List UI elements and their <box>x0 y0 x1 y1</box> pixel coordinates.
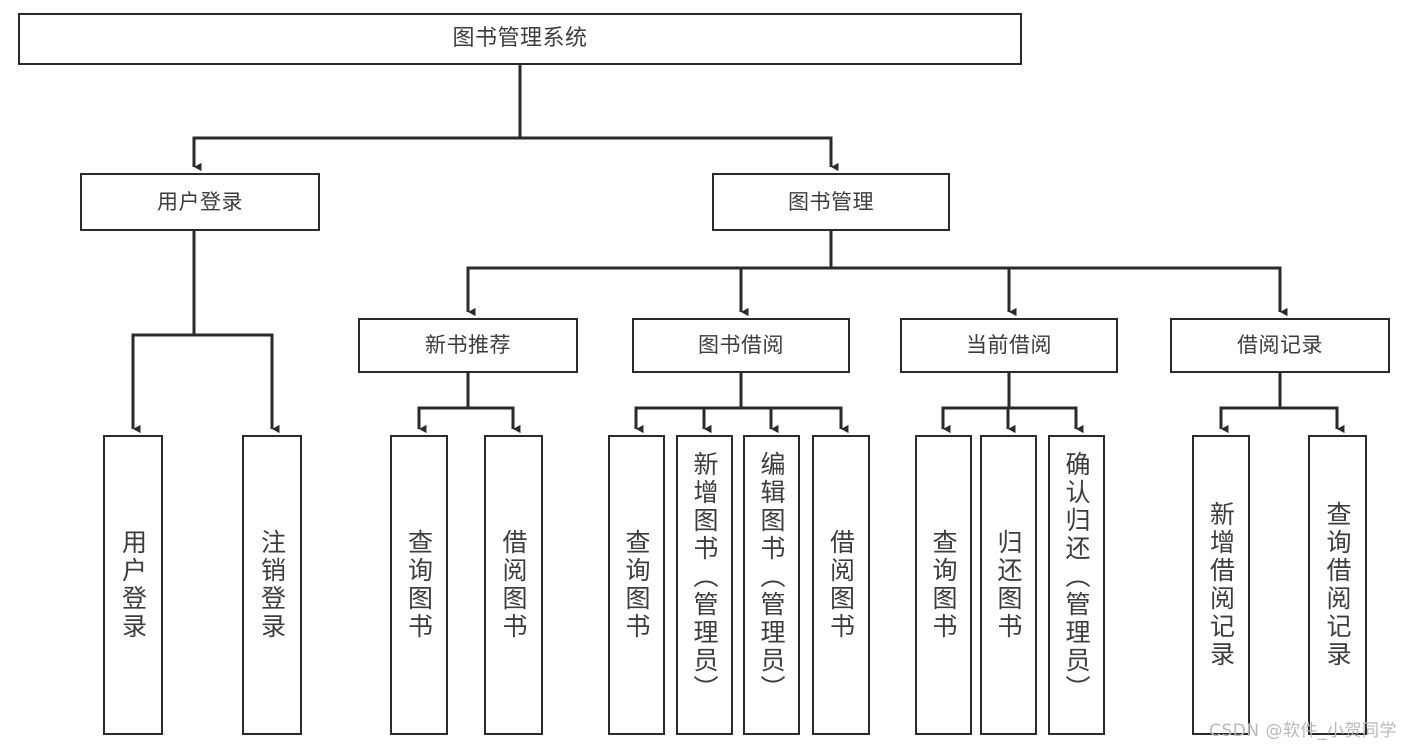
leaf-user-logout-label: 注销登录 <box>257 529 287 641</box>
leaf-edit-book-admin[interactable]: 编辑图书（管理员） <box>743 435 800 735</box>
edge-group-user-login <box>131 229 274 337</box>
leaf-add-book-admin[interactable]: 新增图书（管理员） <box>676 435 733 735</box>
node-current-borrow[interactable]: 当前借阅 <box>900 318 1118 373</box>
leaf-query-book-current[interactable]: 查询图书 <box>915 435 972 735</box>
leaf-borrow-book-recommend[interactable]: 借阅图书 <box>484 435 543 735</box>
edge-group-current-borrow-arrows <box>941 408 1084 434</box>
edge-group-new-book-rec-arrows <box>417 408 521 434</box>
edge-group-root-arrows <box>192 138 839 172</box>
leaf-borrow-book[interactable]: 借阅图书 <box>812 435 870 735</box>
leaf-confirm-return-admin-label: 确认归还（管理员） <box>1062 451 1091 703</box>
leaf-add-book-admin-label: 新增图书（管理员） <box>690 451 719 703</box>
edge-group-current-borrow <box>941 371 1078 410</box>
leaf-return-book[interactable]: 归还图书 <box>980 435 1037 735</box>
leaf-return-book-label: 归还图书 <box>994 529 1023 641</box>
leaf-user-logout[interactable]: 注销登录 <box>242 435 302 735</box>
node-user-login[interactable]: 用户登录 <box>80 173 320 231</box>
leaf-user-login-label: 用户登录 <box>118 529 148 641</box>
node-book-manage-label: 图书管理 <box>788 189 874 214</box>
edge-group-book-borrow <box>634 371 843 410</box>
node-current-borrow-label: 当前借阅 <box>966 333 1052 358</box>
node-root[interactable]: 图书管理系统 <box>18 13 1022 65</box>
node-root-label: 图书管理系统 <box>452 26 588 52</box>
node-user-login-label: 用户登录 <box>157 189 243 214</box>
node-book-borrow[interactable]: 图书借阅 <box>632 318 850 373</box>
leaf-query-book-recommend[interactable]: 查询图书 <box>390 435 448 735</box>
leaf-borrow-book-recommend-label: 借阅图书 <box>499 529 528 641</box>
edge-group-borrow-record <box>1219 371 1339 410</box>
leaf-query-borrow-record-label: 查询借阅记录 <box>1323 501 1352 669</box>
leaf-query-book-current-label: 查询图书 <box>929 529 958 641</box>
leaf-confirm-return-admin[interactable]: 确认归还（管理员） <box>1048 435 1105 735</box>
edge-group-new-book-rec <box>417 371 515 410</box>
leaf-edit-book-admin-label: 编辑图书（管理员） <box>757 451 786 703</box>
node-new-book-recommend[interactable]: 新书推荐 <box>358 318 578 373</box>
leaf-query-borrow-record[interactable]: 查询借阅记录 <box>1308 435 1367 735</box>
node-new-book-recommend-label: 新书推荐 <box>425 333 511 358</box>
leaf-add-borrow-record[interactable]: 新增借阅记录 <box>1192 435 1250 735</box>
leaf-query-book-borrow[interactable]: 查询图书 <box>608 435 665 735</box>
edge-group-user-login-arrows <box>131 335 280 434</box>
node-book-manage[interactable]: 图书管理 <box>712 173 950 231</box>
node-borrow-record-label: 借阅记录 <box>1237 333 1323 358</box>
edge-group-book-manage-arrows <box>466 268 1288 317</box>
edge-group-book-borrow-arrows <box>634 408 849 434</box>
leaf-user-login[interactable]: 用户登录 <box>103 435 163 735</box>
watermark: CSDN @软件_小贺同学 <box>1209 721 1397 741</box>
node-borrow-record[interactable]: 借阅记录 <box>1170 318 1390 373</box>
edge-group-root <box>192 63 833 140</box>
leaf-add-borrow-record-label: 新增借阅记录 <box>1206 501 1236 669</box>
leaf-query-book-borrow-label: 查询图书 <box>622 529 651 641</box>
leaf-query-book-recommend-label: 查询图书 <box>404 529 434 641</box>
edge-group-borrow-record-arrows <box>1219 408 1345 434</box>
node-book-borrow-label: 图书借阅 <box>698 333 784 358</box>
edge-group-book-manage <box>466 229 1282 270</box>
leaf-borrow-book-label: 借阅图书 <box>826 529 856 641</box>
